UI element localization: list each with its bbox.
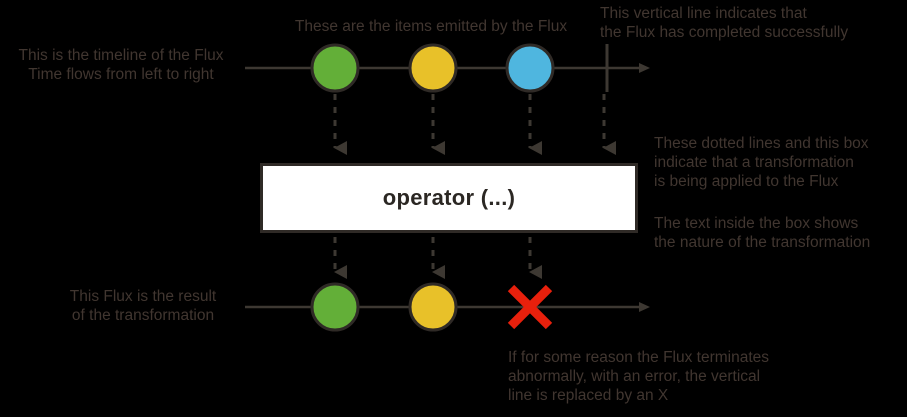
error-x-icon[interactable] (507, 284, 553, 330)
result-flux-timeline (245, 282, 650, 332)
marble-green-top[interactable] (310, 43, 360, 93)
annotation-error-bottom: If for some reason the Flux terminates a… (508, 349, 770, 404)
annotation-timeline-left: This is the timeline of the Flux Time fl… (18, 47, 224, 83)
marble-green-bottom[interactable] (310, 282, 360, 332)
annotation-completion-top-right: This vertical line indicates that the Fl… (600, 5, 849, 41)
annotation-result-left: This Flux is the result of the transform… (69, 288, 217, 324)
annotation-box-text-right: The text inside the box shows the nature… (654, 215, 871, 251)
annotation-items-top: These are the items emitted by the Flux (294, 18, 568, 35)
annotation-transformation-right: These dotted lines and this box indicate… (654, 135, 869, 190)
marble-blue-top[interactable] (505, 43, 555, 93)
operator-box[interactable]: operator (...) (260, 163, 638, 233)
dotted-arrows-out-of-box (333, 237, 542, 279)
operator-box-label: operator (...) (382, 185, 516, 210)
marble-yellow-top[interactable] (408, 43, 458, 93)
marble-yellow-bottom[interactable] (408, 282, 458, 332)
dotted-arrows-into-box (333, 94, 616, 155)
source-flux-timeline (245, 43, 650, 93)
